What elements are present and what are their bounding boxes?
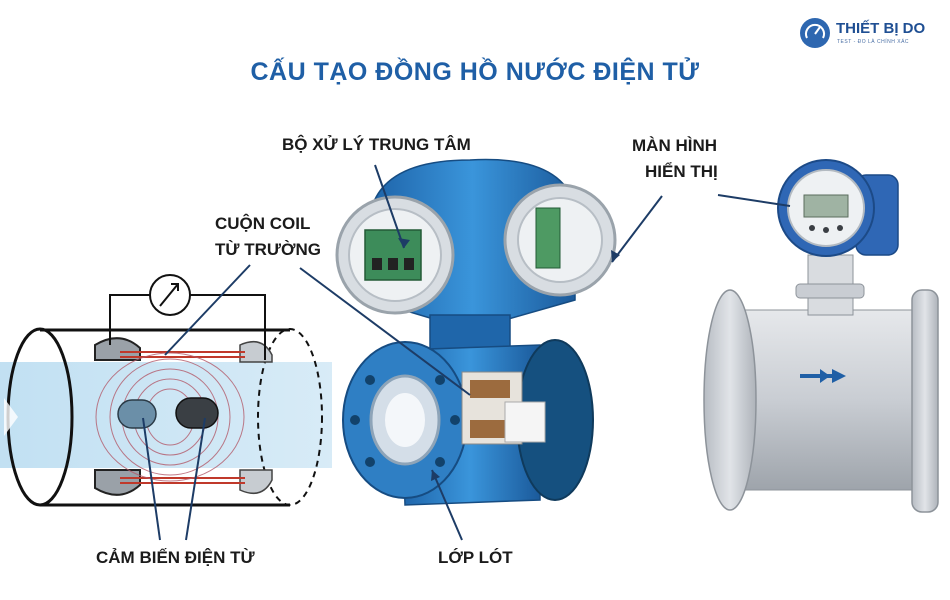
leader-lines xyxy=(142,164,791,541)
leader-display-converter xyxy=(611,195,663,263)
leader-liner xyxy=(431,469,463,541)
blue-flowmeter-photo xyxy=(335,158,617,506)
label-processor: BỘ XỬ LÝ TRUNG TÂM xyxy=(282,135,471,154)
water-flow-band xyxy=(0,362,332,468)
label-display-line1: MÀN HÌNH xyxy=(632,136,717,155)
label-liner: LỚP LÓT xyxy=(438,548,513,567)
gray-pipe-body xyxy=(739,309,926,491)
nameplate xyxy=(504,401,546,443)
gray-flange-right xyxy=(911,289,939,513)
pipe-outline xyxy=(40,328,290,507)
schematic-pipe-diagram xyxy=(0,274,332,507)
electrode-right xyxy=(175,397,219,429)
page-title: CẤU TẠO ĐỒNG HỒ NƯỚC ĐIỆN TỬ xyxy=(250,58,700,86)
meter-circuit-wire xyxy=(109,294,266,360)
logo-tagline: TEST - ĐO LÀ CHÍNH XÁC xyxy=(837,39,910,45)
label-coil-line2: TỪ TRƯỜNG xyxy=(215,240,321,259)
leader-coil-2 xyxy=(299,267,471,396)
electrode-left xyxy=(117,399,157,429)
brand-logo: THIẾT BỊ DO TEST - ĐO LÀ CHÍNH XÁC xyxy=(800,14,940,54)
pipe-back-rim xyxy=(257,328,323,506)
label-sensor: CẢM BIẾN ĐIỆN TỪ xyxy=(96,548,255,567)
processor-board xyxy=(364,229,422,281)
gray-flowmeter-photo xyxy=(703,159,939,513)
logo-gauge-icon xyxy=(800,18,830,48)
lcd-screen xyxy=(803,194,849,218)
flow-arrow-icon xyxy=(4,398,18,436)
magnetic-field-lines xyxy=(95,352,245,482)
leader-coil-1 xyxy=(164,264,251,356)
leader-sensor-2 xyxy=(185,417,206,541)
leader-display xyxy=(717,194,791,207)
leader-sensor-1 xyxy=(142,417,161,541)
label-display-line2: HIỂN THỊ xyxy=(645,162,718,181)
leader-processor xyxy=(374,164,405,249)
coil-windings xyxy=(120,351,245,484)
gray-flange-left xyxy=(703,289,757,511)
coil-shell-bottom xyxy=(94,469,141,496)
label-coil-line1: CUỘN COIL xyxy=(215,214,311,233)
logo-name: THIẾT BỊ DO xyxy=(836,20,926,37)
